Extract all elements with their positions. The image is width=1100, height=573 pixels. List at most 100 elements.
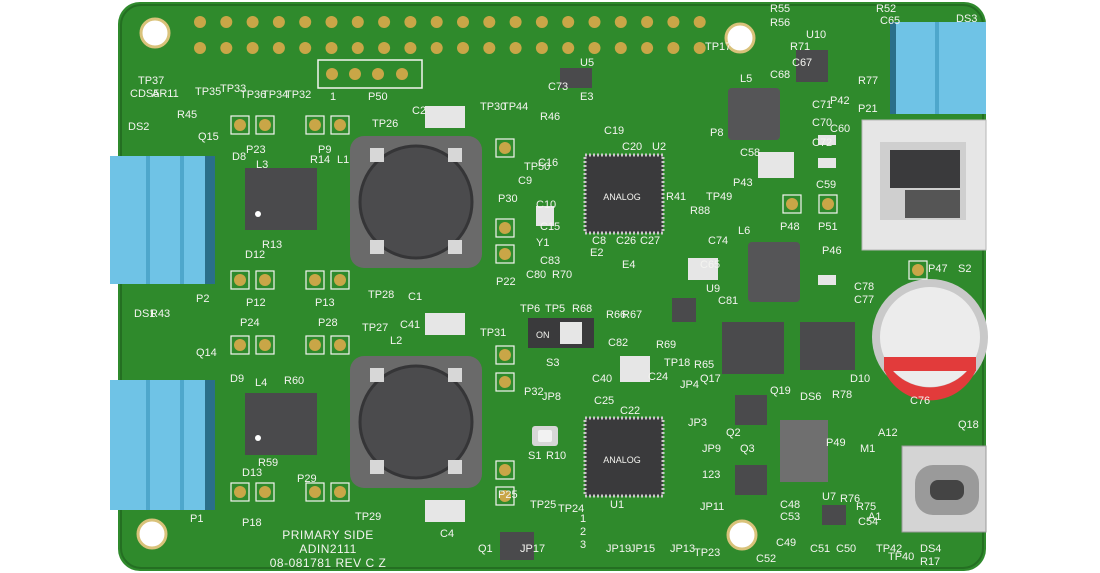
- test-pad-outline: [255, 270, 275, 290]
- designator-label: R71: [790, 41, 810, 53]
- designator-label: DS4: [920, 543, 941, 555]
- test-pad: [499, 248, 511, 260]
- header-pin: [457, 42, 469, 54]
- test-pad: [499, 142, 511, 154]
- designator-label: Q1: [478, 543, 493, 555]
- header-pin: [299, 42, 312, 54]
- designator-label: L4: [255, 377, 267, 389]
- test-pad-outline: [330, 482, 350, 502]
- silk-line-3: 08-081781 REV C Z: [270, 556, 387, 570]
- designator-label: Q14: [196, 347, 217, 359]
- designator-label: P43: [733, 177, 753, 189]
- mounting-holes: [136, 17, 758, 551]
- header-pin: [614, 42, 627, 54]
- designator-label: C49: [776, 537, 796, 549]
- test-pad-outline: [305, 335, 325, 355]
- test-pad-outline: [495, 486, 515, 506]
- designator-label: D12: [245, 249, 265, 261]
- svg-text:ON: ON: [536, 330, 550, 340]
- designator-label: R70: [552, 269, 572, 281]
- designator-label: P22: [496, 276, 516, 288]
- header-pin: [693, 42, 706, 54]
- header-pin: [325, 16, 338, 28]
- header-pin: [509, 42, 522, 54]
- designator-label: TP26: [372, 118, 398, 130]
- designator-label: C15: [540, 221, 560, 233]
- designator-label: U7: [822, 491, 836, 503]
- designator-label: JP17: [520, 543, 545, 555]
- designator-label: P42: [830, 95, 850, 107]
- electrolytic-capacitor-c76: [872, 279, 988, 401]
- header-pin: [483, 42, 496, 54]
- designator-label: C4: [440, 528, 454, 540]
- designator-label: R78: [832, 389, 852, 401]
- silk-line-2: ADIN2111: [299, 542, 357, 556]
- designator-label: C10: [536, 199, 556, 211]
- designator-label: R14: [310, 154, 330, 166]
- rj-connector: [861, 119, 987, 251]
- designator-label: Q3: [740, 443, 755, 455]
- designator-label: P49: [826, 437, 846, 449]
- test-pad: [334, 274, 346, 286]
- header-pin: [641, 16, 654, 28]
- test-pad: [309, 274, 321, 286]
- designator-label: TP40: [888, 551, 914, 563]
- test-pad-outline: [255, 335, 275, 355]
- designator-label: JP11: [700, 501, 724, 513]
- header-pin: [246, 16, 259, 28]
- test-pad-outline: [495, 138, 515, 158]
- designator-label: C72: [812, 137, 832, 149]
- designator-label: C41: [400, 319, 420, 331]
- designator-label: C8: [592, 235, 606, 247]
- designator-label: JP13: [670, 543, 695, 555]
- designator-label: U9: [706, 283, 720, 295]
- designator-label: P1: [190, 513, 203, 525]
- test-pad: [334, 486, 346, 498]
- designator-label: R43: [150, 308, 170, 320]
- designator-label: C68: [770, 69, 790, 81]
- test-pad-outline: [255, 115, 275, 135]
- test-pad-outline: [330, 115, 350, 135]
- designator-label: C2: [412, 105, 426, 117]
- test-pad-outline: [495, 345, 515, 365]
- inductor-l4: [245, 393, 317, 455]
- designator-label: D9: [230, 373, 244, 385]
- test-pad-outline: [818, 194, 838, 214]
- ic-u1: ANALOG: [583, 416, 665, 498]
- designator-label: P29: [297, 473, 317, 485]
- designator-label: D10: [850, 373, 870, 385]
- designator-label: C70: [812, 117, 832, 129]
- header-pin: [483, 16, 496, 28]
- designator-label: A12: [878, 427, 898, 439]
- designator-label: P18: [242, 517, 262, 529]
- header-pin: [325, 42, 338, 54]
- designator-label: L3: [256, 159, 268, 171]
- designator-label: C73: [548, 81, 568, 93]
- header-pin: [272, 42, 285, 54]
- designator-label: Q17: [700, 373, 721, 385]
- designator-label: C74: [708, 235, 728, 247]
- header-pin: [404, 42, 417, 54]
- header-pin: [693, 16, 706, 28]
- inductor-l3: [245, 168, 317, 230]
- designator-label: TP49: [706, 191, 732, 203]
- designator-label: C54: [858, 516, 878, 528]
- test-pad-outline: [230, 335, 250, 355]
- designator-label: C60: [830, 123, 850, 135]
- terminal-block-top-right: [890, 22, 986, 114]
- designator-label: P9: [318, 144, 331, 156]
- test-pad-outline: [782, 194, 802, 214]
- test-pad-outline: [305, 482, 325, 502]
- designator-label: C81: [718, 295, 738, 307]
- p50-header: [317, 59, 423, 89]
- header-pin: [535, 42, 548, 54]
- designator-label: C58: [740, 147, 760, 159]
- usb-c-connector: [901, 445, 987, 533]
- test-pad: [334, 119, 346, 131]
- designator-label: TP28: [368, 289, 394, 301]
- designator-label: P48: [780, 221, 800, 233]
- board-silkscreen-title: PRIMARY SIDE ADIN2111 08-081781 REV C Z: [270, 528, 387, 570]
- designator-label: P24: [240, 317, 260, 329]
- test-pad-outline: [305, 115, 325, 135]
- designator-label: TP18: [664, 357, 690, 369]
